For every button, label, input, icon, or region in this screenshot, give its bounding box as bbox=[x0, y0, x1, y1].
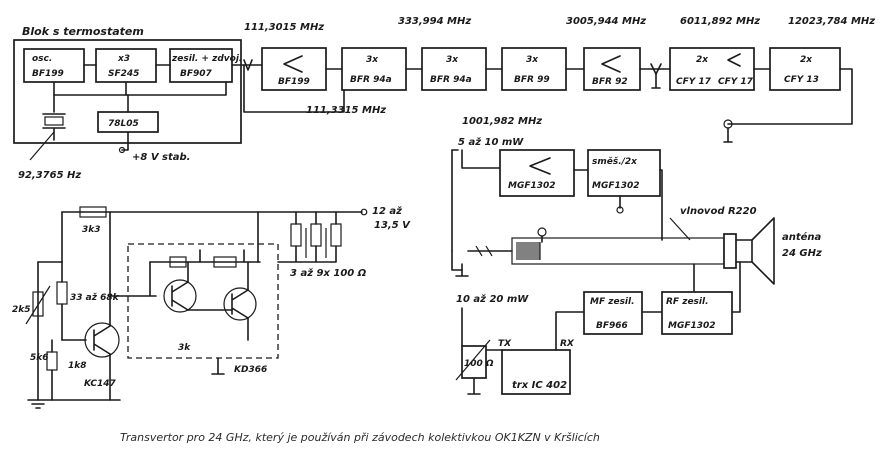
crystal-icon bbox=[44, 116, 64, 126]
box-mul1 bbox=[341, 47, 407, 91]
freq-f2: 111,3315 MHz bbox=[306, 105, 386, 116]
r-1k8-label: 1k8 bbox=[68, 361, 87, 371]
mul4-part: CFY 17 bbox=[676, 77, 712, 87]
amp2-part: BFR 92 bbox=[592, 77, 628, 87]
mf-amp-label: MF zesil. bbox=[590, 297, 635, 307]
amp-a-part: MGF1302 bbox=[508, 181, 556, 191]
mul3-label: 3x bbox=[526, 55, 539, 65]
osc-part: BF199 bbox=[32, 69, 64, 79]
mul1-label: 3x bbox=[366, 55, 379, 65]
amp1-part: BF199 bbox=[278, 77, 310, 87]
box-trx bbox=[501, 349, 571, 395]
rx-label: RX bbox=[560, 339, 575, 349]
mul4-part-b: CFY 17 bbox=[718, 77, 754, 87]
ampl-part: BF907 bbox=[180, 69, 213, 79]
regulator-label: 78L05 bbox=[108, 119, 139, 129]
resistor-sense bbox=[56, 281, 68, 305]
resistor-var bbox=[32, 291, 44, 317]
box-rf-amp bbox=[661, 291, 733, 335]
freq-f1: 111,3015 MHz bbox=[244, 22, 324, 33]
atten-label: 100 Ω bbox=[464, 359, 494, 369]
osc-label: osc. bbox=[32, 54, 52, 64]
thermostat-block: Blok s termostatem osc. BF199 x3 SF245 z… bbox=[13, 25, 242, 161]
box-mul3 bbox=[501, 47, 567, 91]
freq-f7: 1001,982 MHz bbox=[462, 116, 542, 127]
tx-label: TX bbox=[498, 339, 512, 349]
antenna-band: 24 GHz bbox=[782, 248, 822, 259]
supply-label: 12 až bbox=[372, 205, 402, 217]
box-mixer bbox=[587, 149, 661, 197]
c-label: 3k bbox=[178, 343, 191, 353]
heated-module bbox=[127, 243, 279, 359]
multiplier-chain: BF199 3x BFR 94a 3x BFR 94a 3x BFR 99 BF… bbox=[231, 47, 853, 143]
block-title: Blok s termostatem bbox=[22, 25, 144, 38]
mul2-part: BFR 94a bbox=[430, 75, 472, 85]
r-top-label: 3k3 bbox=[82, 225, 101, 235]
heater-label: 3 až 9x 100 Ω bbox=[290, 267, 367, 279]
rf-amp-label: RF zesil. bbox=[666, 297, 709, 307]
freq-f3: 333,994 MHz bbox=[398, 16, 471, 27]
box-mul5 bbox=[769, 47, 841, 91]
freq-f5: 6011,892 MHz bbox=[680, 16, 760, 27]
power-in: 10 až 20 mW bbox=[456, 293, 529, 305]
flange-icon bbox=[723, 233, 737, 269]
supply-value: 13,5 V bbox=[374, 220, 411, 231]
rf-amp-part: MGF1302 bbox=[668, 321, 716, 331]
thermostat-circuit: 12 až 13,5 V 3k3 2k5 33 až 68k KC147 5k6… bbox=[12, 205, 411, 409]
mul4-label: 2x bbox=[696, 55, 709, 65]
mix-label: směš./2x bbox=[592, 156, 638, 167]
mix-part: MGF1302 bbox=[592, 181, 640, 191]
resistor-3k3 bbox=[79, 206, 107, 218]
mul5-label: 2x bbox=[800, 55, 813, 65]
r-5k6-label: 5k6 bbox=[30, 353, 49, 363]
transistor-kc147 bbox=[84, 322, 120, 358]
freq-f4: 3005,944 MHz bbox=[566, 16, 646, 27]
r-var-label: 2k5 bbox=[12, 305, 31, 315]
drive-level: 5 až 10 mW bbox=[458, 136, 524, 148]
mf-amp-part: BF966 bbox=[596, 321, 628, 331]
xtal-freq: 92,3765 Hz bbox=[18, 170, 81, 181]
figure-caption: Transvertor pro 24 GHz, který je používá… bbox=[120, 431, 600, 444]
waveguide-label: vlnovod R220 bbox=[680, 206, 757, 217]
antenna-label: anténa bbox=[782, 231, 822, 243]
mul3-part: BFR 99 bbox=[514, 75, 550, 85]
ic-label: KD366 bbox=[234, 365, 267, 375]
box-mf-amp bbox=[583, 291, 643, 335]
x3-part: SF245 bbox=[108, 69, 139, 79]
q-label: KC147 bbox=[84, 379, 117, 389]
mul2-label: 3x bbox=[446, 55, 459, 65]
box-mul2 bbox=[421, 47, 487, 91]
x3-label: x3 bbox=[117, 54, 130, 64]
rf-section: 5 až 10 mW MGF1302 směš./2x MGF1302 vlno… bbox=[451, 136, 822, 395]
trx-label: trx IC 402 bbox=[512, 380, 567, 391]
supply-reg: +8 V stab. bbox=[132, 152, 190, 163]
ampl-label: zesil. + zdvoj. bbox=[171, 54, 242, 64]
mul1-part: BFR 94a bbox=[350, 75, 392, 85]
freq-f6: 12023,784 MHz bbox=[788, 16, 875, 27]
box-amp-mgf1302 bbox=[499, 149, 575, 197]
mul5-part: CFY 13 bbox=[784, 75, 819, 85]
waveguide bbox=[511, 237, 725, 265]
box-mul4 bbox=[669, 47, 755, 91]
r-sense-label: 33 až 68k bbox=[70, 293, 120, 303]
